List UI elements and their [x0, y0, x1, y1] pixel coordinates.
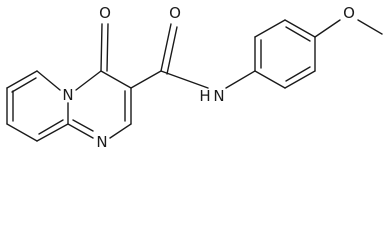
bond-ring-b-3	[100, 70, 132, 89]
bond-ring-a-3-inner	[38, 119, 64, 135]
atom-n-bridge: N	[62, 86, 73, 104]
bond-ph-6	[254, 70, 286, 89]
bond-o-me	[357, 19, 383, 35]
atom-o-carbonyl-amide: O	[169, 4, 181, 22]
bond-ph-3-inner	[285, 26, 311, 42]
bond-ring-a-6	[6, 70, 38, 89]
bond-amide-co-2	[166, 26, 178, 75]
bond-ring-b-6	[67, 123, 94, 139]
bond-ring-a-3	[36, 123, 69, 142]
atom-n-ring: N	[96, 133, 107, 151]
bond-ph-5	[284, 70, 316, 89]
atom-h-amide: H	[199, 87, 210, 105]
bond-layer	[6, 19, 383, 142]
bond-amide-cn	[160, 70, 209, 89]
bond-ph-5-inner	[285, 66, 311, 82]
bond-n-phenyl	[225, 70, 256, 89]
bond-ph-3	[284, 19, 316, 38]
bond-ring-a-2	[6, 123, 38, 142]
atom-o-methoxy: O	[343, 4, 355, 22]
bond-ring-b-2	[100, 23, 103, 72]
bond-ring-b-6-inner	[72, 119, 94, 132]
bond-ring-b-2b	[106, 23, 109, 72]
bond-ring-b-5	[109, 123, 132, 139]
bond-ring-a-6-inner	[11, 77, 37, 93]
molecule-diagram: N O O N H O N	[6, 4, 383, 151]
bond-ring-b-1	[75, 70, 102, 91]
bond-ring-a-5	[36, 70, 61, 91]
bond-amide-c	[130, 70, 162, 89]
atom-o-carbonyl-ring: O	[99, 4, 111, 22]
bond-ph-2	[254, 19, 286, 38]
atom-n-amide: N	[213, 87, 224, 105]
bond-amide-co	[160, 23, 172, 72]
bond-ph-o	[314, 19, 341, 38]
atom-label-layer: N O O N H O N	[62, 4, 355, 151]
